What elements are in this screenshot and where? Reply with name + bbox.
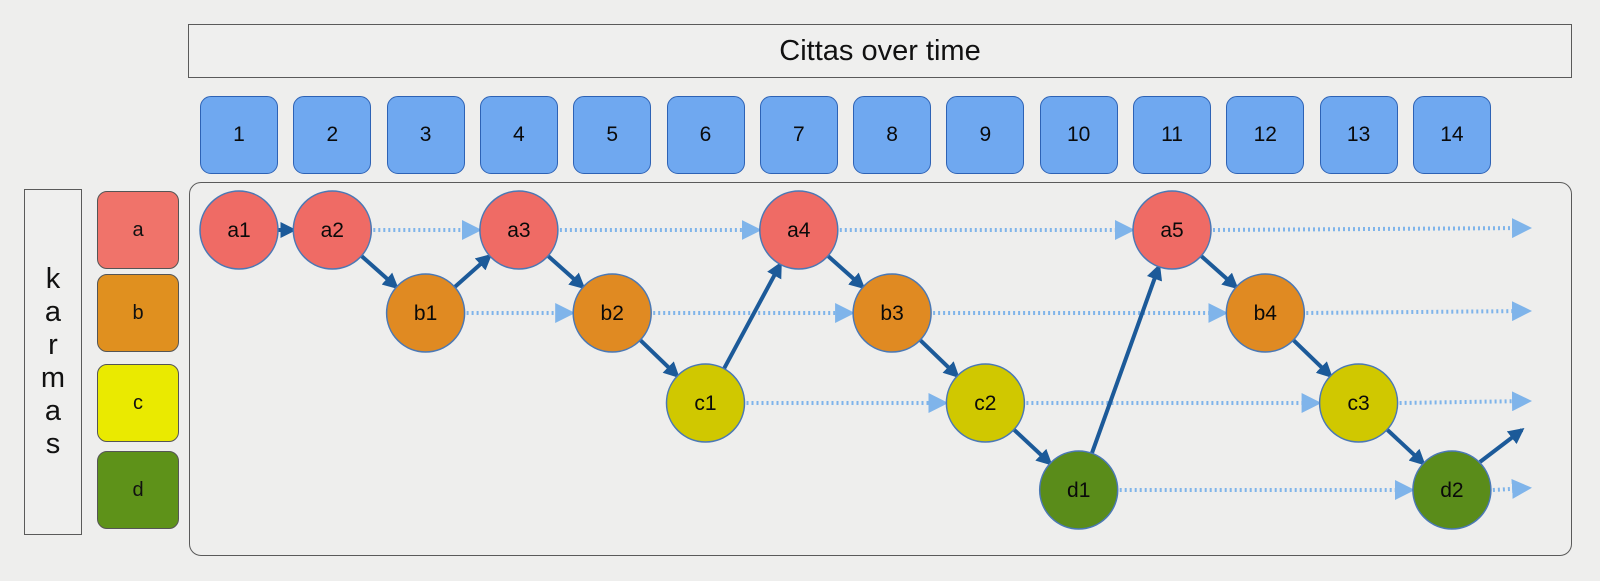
- sequence-arrow-out: [1478, 428, 1525, 464]
- time-step-8: 8: [853, 96, 932, 174]
- time-step-11: 11: [1133, 96, 1211, 174]
- time-step-12: 12: [1226, 96, 1305, 174]
- karmas-letter: a: [44, 395, 62, 427]
- citta-node-label: a1: [227, 219, 250, 242]
- karma-box-c: c: [97, 364, 179, 442]
- sequence-arrow-d1-a5: [1089, 263, 1163, 456]
- karma-box-b: b: [97, 274, 179, 352]
- time-step-5: 5: [573, 96, 652, 174]
- karma-box-a: a: [97, 191, 179, 269]
- time-step-6: 6: [666, 96, 745, 174]
- carry-arrow-c3-out: [1399, 391, 1532, 412]
- citta-node-circle: [572, 273, 652, 353]
- diagram-title: Cittas over time: [779, 34, 981, 67]
- citta-node-circle: [1412, 450, 1492, 530]
- citta-node-label: b1: [414, 302, 437, 325]
- sequence-arrow-c3-d2: [1384, 426, 1426, 466]
- time-step-4: 4: [479, 96, 558, 174]
- sequence-arrow-c2-d1: [1011, 426, 1053, 466]
- citta-node-circle: [292, 190, 373, 270]
- citta-node-a1: a1: [199, 190, 279, 270]
- time-step-9: 9: [946, 96, 1025, 174]
- citta-node-label: a2: [321, 219, 344, 242]
- citta-node-label: d1: [1067, 479, 1090, 502]
- citta-node-label: d2: [1440, 479, 1463, 502]
- karmas-letter: a: [44, 296, 62, 328]
- title-box: Cittas over time: [188, 24, 1572, 78]
- sequence-arrow-b4-c3: [1290, 337, 1333, 379]
- time-step-3: 3: [386, 96, 465, 174]
- carry-arrow-a5-out: [1212, 218, 1532, 239]
- citta-node-circle: [1132, 190, 1212, 270]
- citta-node-label: c3: [1348, 392, 1370, 415]
- sequence-arrow-a3-b2: [545, 253, 586, 290]
- time-step-7: 7: [759, 96, 838, 174]
- time-step-10: 10: [1039, 96, 1118, 174]
- citta-node-circle: [199, 190, 279, 270]
- citta-node-circle: [665, 363, 746, 443]
- citta-node-c2: c2: [945, 363, 1026, 443]
- citta-node-circle: [385, 273, 466, 353]
- karmas-letter: m: [40, 362, 66, 394]
- karmas-letter: s: [45, 428, 61, 460]
- carry-arrow-d2-out: [1492, 478, 1532, 499]
- sequence-arrow-a4-b3: [825, 253, 866, 290]
- citta-node-b1: b1: [385, 273, 466, 353]
- citta-node-label: b4: [1254, 302, 1278, 325]
- citta-node-label: b2: [601, 302, 624, 325]
- citta-node-circle: [945, 363, 1026, 443]
- citta-node-label: a4: [787, 219, 811, 242]
- citta-node-label: c1: [694, 392, 716, 415]
- karmas-letter: r: [48, 329, 58, 361]
- citta-grid: [189, 182, 1572, 556]
- karmas-letter: k: [45, 263, 61, 295]
- sequence-arrow-b3-c2: [917, 337, 960, 379]
- sequence-arrow-b1-a3: [451, 253, 493, 290]
- citta-node-b2: b2: [572, 273, 652, 353]
- citta-node-circle: [852, 273, 932, 353]
- citta-node-d1: d1: [1038, 450, 1119, 530]
- citta-node-label: a3: [507, 219, 530, 242]
- citta-node-b4: b4: [1225, 273, 1306, 353]
- citta-node-a2: a2: [292, 190, 373, 270]
- citta-node-circle: [759, 190, 839, 270]
- citta-node-b3: b3: [852, 273, 932, 353]
- time-step-14: 14: [1412, 96, 1491, 174]
- citta-node-a3: a3: [479, 190, 559, 270]
- sequence-arrow-a5-b4: [1198, 253, 1239, 290]
- time-step-1: 1: [200, 96, 278, 174]
- citta-node-c1: c1: [665, 363, 746, 443]
- sequence-arrow-a2-b1: [358, 253, 399, 290]
- citta-node-c3: c3: [1318, 363, 1399, 443]
- sequence-arrow-b2-c1: [637, 337, 680, 379]
- citta-node-label: b3: [880, 302, 903, 325]
- time-step-2: 2: [293, 96, 372, 174]
- citta-node-circle: [479, 190, 559, 270]
- time-step-13: 13: [1319, 96, 1398, 174]
- citta-node-label: c2: [974, 392, 996, 415]
- citta-node-circle: [1038, 450, 1119, 530]
- citta-node-circle: [1225, 273, 1306, 353]
- citta-node-a5: a5: [1132, 190, 1212, 270]
- sequence-arrow-c1-a4: [721, 261, 783, 372]
- karma-box-d: d: [97, 451, 179, 529]
- citta-node-a4: a4: [759, 190, 839, 270]
- citta-node-label: a5: [1160, 219, 1183, 242]
- carry-arrow-b4-out: [1306, 301, 1532, 322]
- citta-node-d2: d2: [1412, 450, 1492, 530]
- citta-node-circle: [1318, 363, 1399, 443]
